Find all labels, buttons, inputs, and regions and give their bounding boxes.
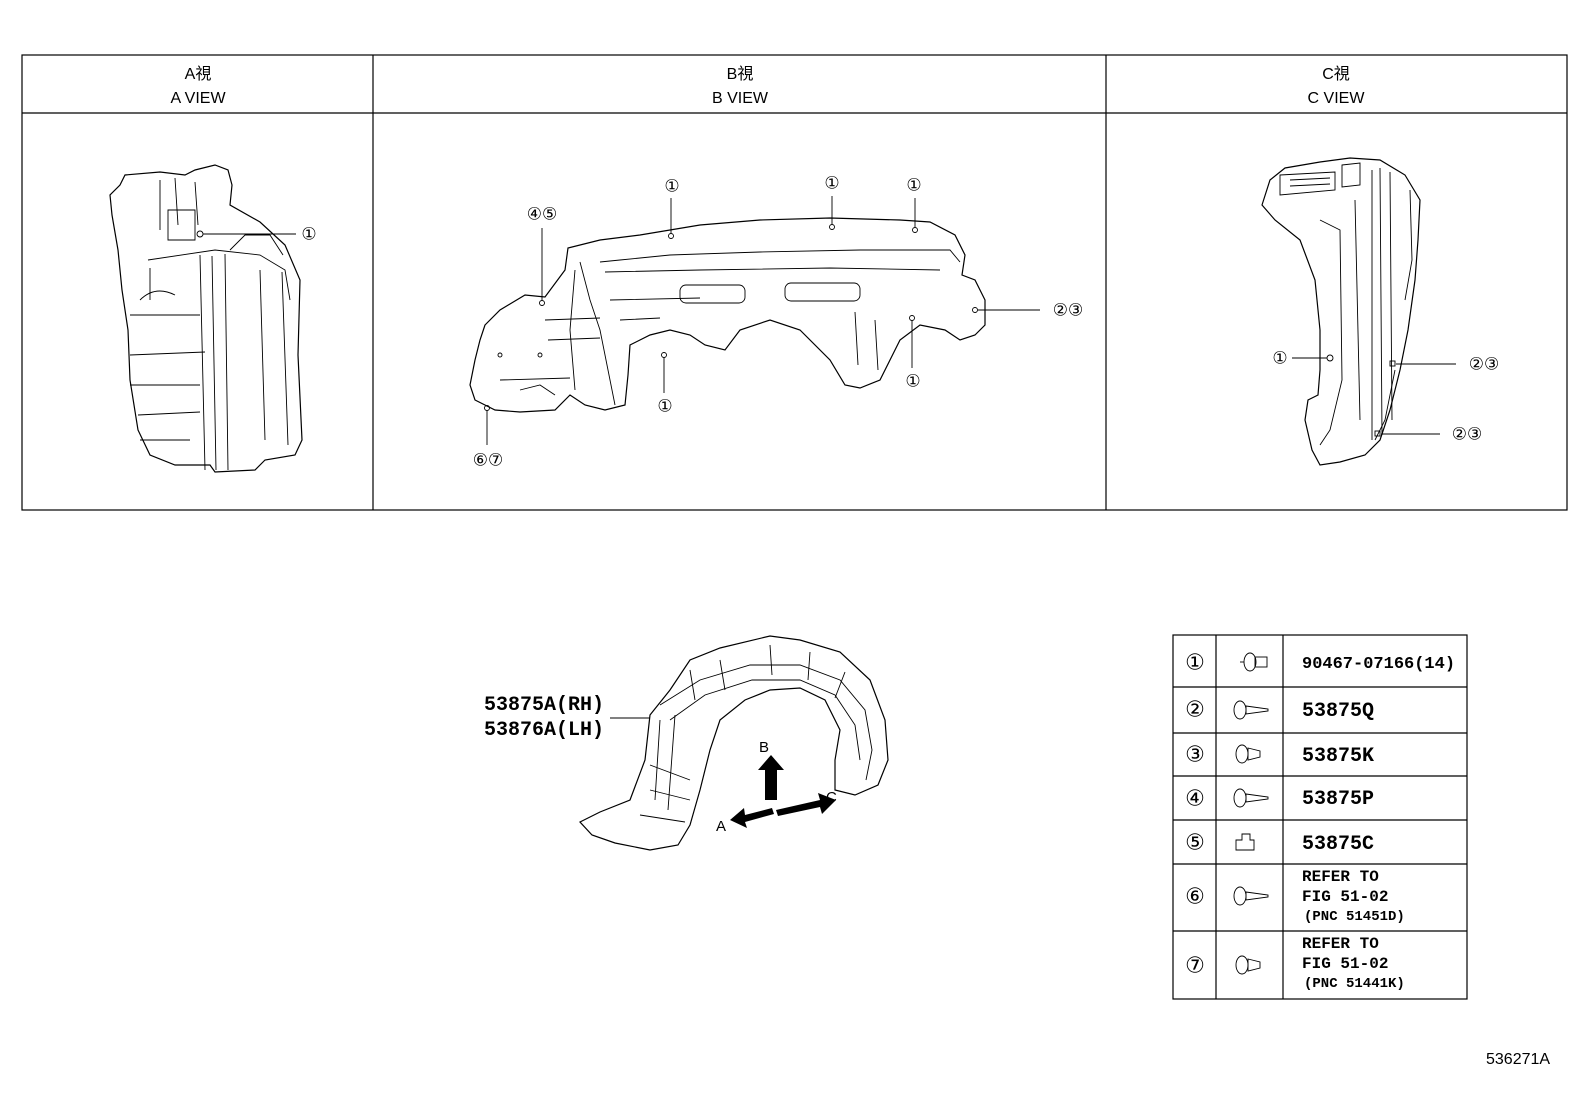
table-row-2-part: 53875Q (1302, 700, 1374, 723)
arrow-a-icon (730, 808, 774, 828)
view-c-drawing: ① ②③ ②③ (1261, 157, 1499, 466)
arrow-c-label: C (826, 789, 837, 806)
arrow-b-label: B (759, 739, 769, 756)
callout-b-1e: ① (905, 372, 920, 391)
table-row-6-line-3: (PNC 51451D) (1304, 909, 1405, 925)
view-a-title-en: A VIEW (170, 90, 226, 107)
table-row-6-line-1: REFER TO (1302, 868, 1379, 886)
callout-c-23a: ②③ (1469, 355, 1499, 374)
view-b-title-en: B VIEW (712, 90, 769, 107)
table-row-6-line-2: FIG 51-02 (1302, 888, 1388, 906)
table-row-1-num: ① (1185, 650, 1205, 675)
table-row-5-num: ⑤ (1185, 830, 1205, 855)
screw-icon (1233, 700, 1269, 720)
table-row-5-part: 53875C (1302, 833, 1374, 856)
screw-icon (1233, 788, 1269, 808)
parts-table: ① 90467-07166(14) ② 53875Q ③ 53875K ④ 53… (1172, 634, 1468, 1000)
table-row-2-num: ② (1185, 697, 1205, 722)
view-a-drawing: ① (109, 164, 317, 473)
view-c-title-en: C VIEW (1308, 90, 1366, 107)
table-row-6-num: ⑥ (1185, 884, 1205, 909)
callout-b-23: ②③ (1053, 301, 1083, 320)
table-row-7-line-2: FIG 51-02 (1302, 955, 1388, 973)
arrow-a-label: A (716, 818, 726, 835)
arrow-b-icon (758, 755, 784, 800)
table-row-3-part: 53875K (1302, 745, 1374, 768)
speed-nut-icon (1235, 833, 1255, 851)
screw-icon (1233, 886, 1269, 906)
view-b-drawing: ① ① ① ④⑤ ②③ ① ① ⑥⑦ (469, 174, 1083, 470)
callout-b-67: ⑥⑦ (473, 451, 503, 470)
callout-b-1d: ① (657, 397, 672, 416)
callout-c-23b: ②③ (1452, 425, 1482, 444)
main-part-rh: 53875A(RH) (484, 694, 604, 717)
table-row-4-num: ④ (1185, 786, 1205, 811)
view-panels: A視 A VIEW B視 B VIEW C視 C VIEW (21, 54, 1568, 511)
table-row-7-num: ⑦ (1185, 953, 1205, 978)
callout-b-45: ④⑤ (527, 205, 557, 224)
table-row-4-part: 53875P (1302, 788, 1374, 811)
callout-c-1: ① (1272, 349, 1287, 368)
view-a-title-jp: A視 (185, 65, 212, 83)
table-row-7-line-1: REFER TO (1302, 935, 1379, 953)
figure-id: 536271A (1486, 1051, 1550, 1068)
callout-b-1a: ① (664, 177, 679, 196)
main-part-lh: 53876A(LH) (484, 719, 604, 742)
arrow-c-icon (776, 793, 836, 816)
push-rivet-clip-icon (1240, 652, 1268, 672)
plug-clip-icon (1235, 955, 1261, 975)
plug-clip-icon (1235, 744, 1261, 764)
view-c-title-jp: C視 (1322, 65, 1350, 83)
callout-b-1b: ① (824, 174, 839, 193)
view-panels-frame (21, 54, 1568, 511)
fender-liner-drawing: 53875A(RH) 53876A(LH) B C A (484, 635, 889, 851)
table-row-7-line-3: (PNC 51441K) (1304, 976, 1405, 992)
callout-a-1: ① (301, 225, 316, 244)
callout-b-1c: ① (906, 176, 921, 195)
table-row-1-part: 90467-07166(14) (1302, 655, 1455, 674)
table-row-3-num: ③ (1185, 742, 1205, 767)
view-b-title-jp: B視 (727, 65, 754, 83)
